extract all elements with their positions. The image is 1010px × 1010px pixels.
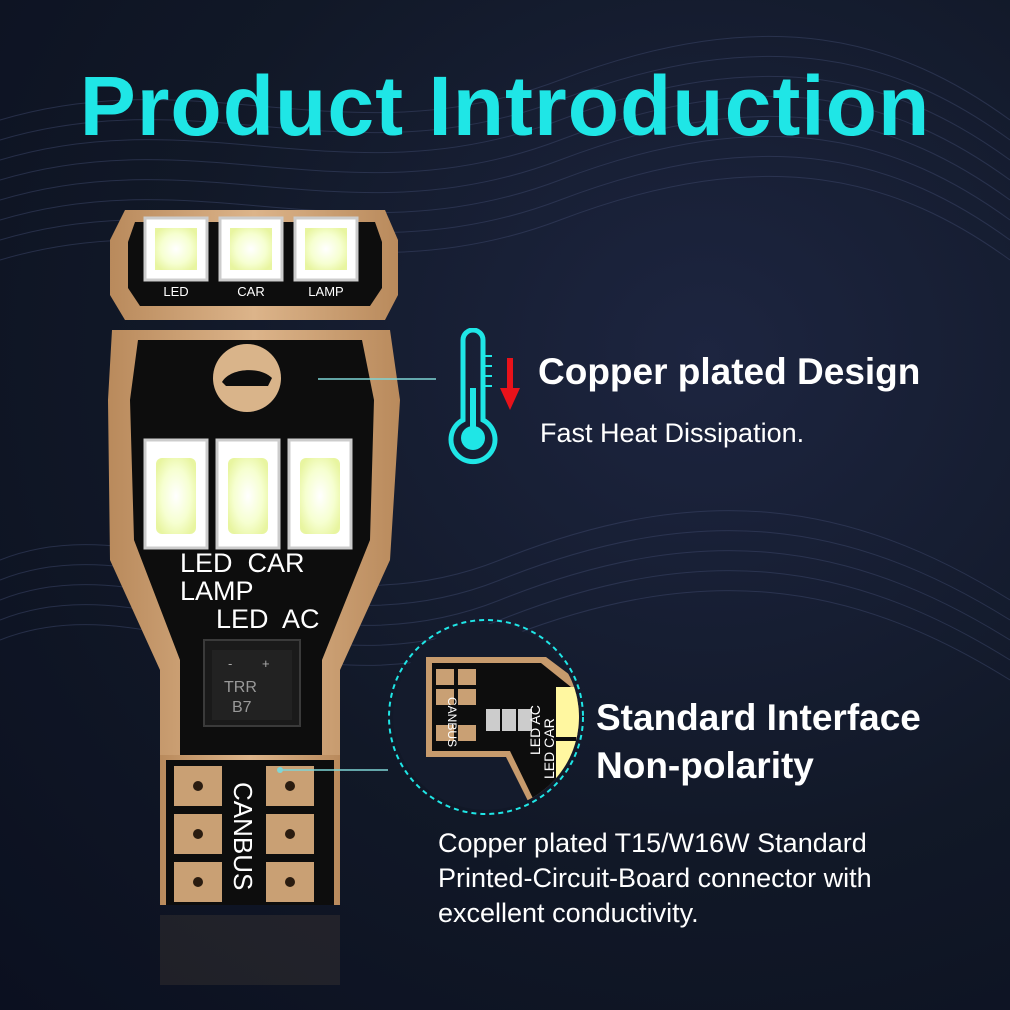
feature-1-title: Copper plated Design — [538, 351, 921, 392]
connector-line-2 — [277, 767, 388, 773]
zoom-text-canbus: CANBUS — [445, 697, 459, 747]
pcb-text-canbus: CANBUS — [228, 782, 258, 890]
chip-minus: - — [228, 656, 232, 671]
top-label-car: CAR — [237, 284, 264, 299]
down-arrow-icon — [500, 358, 520, 410]
feature-1-subtitle: Fast Heat Dissipation. — [540, 418, 805, 448]
feature-2-title-line-1: Standard Interface — [596, 697, 921, 738]
feature-2-title-line-2: Non-polarity — [596, 745, 814, 786]
zoom-text-led-car: LED CAR — [541, 718, 557, 779]
chip-label-2: B7 — [232, 699, 252, 716]
thermometer-icon — [448, 328, 520, 465]
feature-2-desc-line-1: Copper plated T15/W16W Standard — [438, 828, 867, 858]
pcb-text-led-car: LED CAR — [180, 548, 305, 578]
chip-label-1: TRR — [224, 679, 257, 696]
top-label-led: LED — [163, 284, 188, 299]
page-title: Product Introduction — [79, 59, 931, 153]
feature-2-desc-line-3: excellent conductivity. — [438, 898, 699, 928]
chip-plus: + — [262, 656, 270, 671]
connector-line-1 — [318, 378, 436, 380]
top-label-lamp: LAMP — [308, 284, 343, 299]
zoom-text-led-ac: LED AC — [527, 705, 543, 755]
pcb-text-lamp: LAMP — [180, 576, 254, 606]
led-bulb-image: LED CAR LAMP LED CAR LAMP LED AC - + TRR… — [108, 210, 400, 985]
connector-zoom-image: CANBUS LED AC LED CAR — [388, 619, 584, 815]
feature-2-desc-line-2: Printed-Circuit-Board connector with — [438, 863, 872, 893]
pcb-text-led-ac: LED AC — [216, 604, 320, 634]
